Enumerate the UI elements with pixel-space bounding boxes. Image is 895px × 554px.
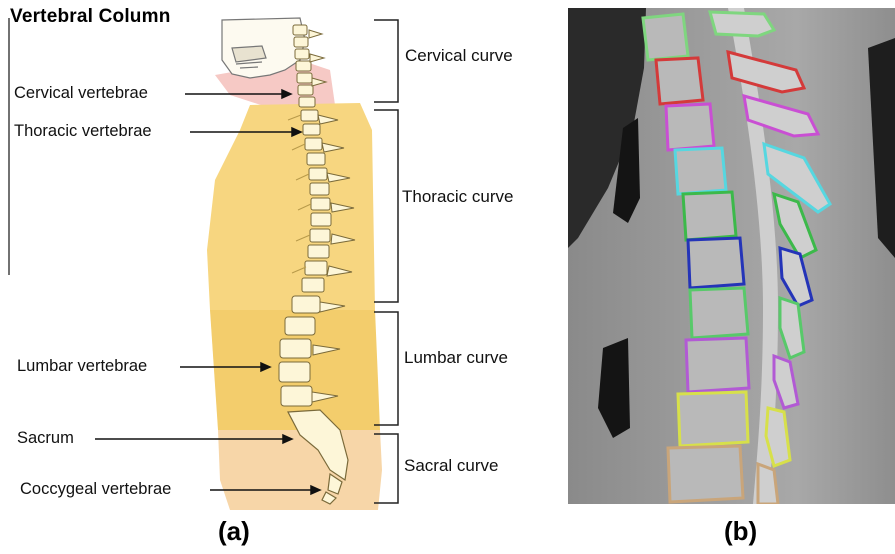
diagram-title: Vertebral Column <box>10 6 171 28</box>
caption-b: (b) <box>724 516 757 547</box>
label-coccygeal-vertebrae: Coccygeal vertebrae <box>20 480 171 499</box>
caption-a: (a) <box>218 516 250 547</box>
label-sacral-curve: Sacral curve <box>404 456 498 476</box>
label-cervical-curve: Cervical curve <box>405 46 513 66</box>
label-thoracic-curve: Thoracic curve <box>402 187 513 207</box>
ct-image <box>568 8 895 504</box>
label-cervical-vertebrae: Cervical vertebrae <box>14 84 148 103</box>
label-lumbar-vertebrae: Lumbar vertebrae <box>17 357 147 376</box>
label-thoracic-vertebrae: Thoracic vertebrae <box>14 122 152 141</box>
body-silhouette <box>207 60 382 510</box>
panel-b-ct-scan <box>568 8 895 504</box>
label-lumbar-curve: Lumbar curve <box>404 348 508 368</box>
label-sacrum: Sacrum <box>17 429 74 448</box>
panel-a-vertebral-diagram: Vertebral Column Cervical vertebrae Thor… <box>0 0 560 554</box>
